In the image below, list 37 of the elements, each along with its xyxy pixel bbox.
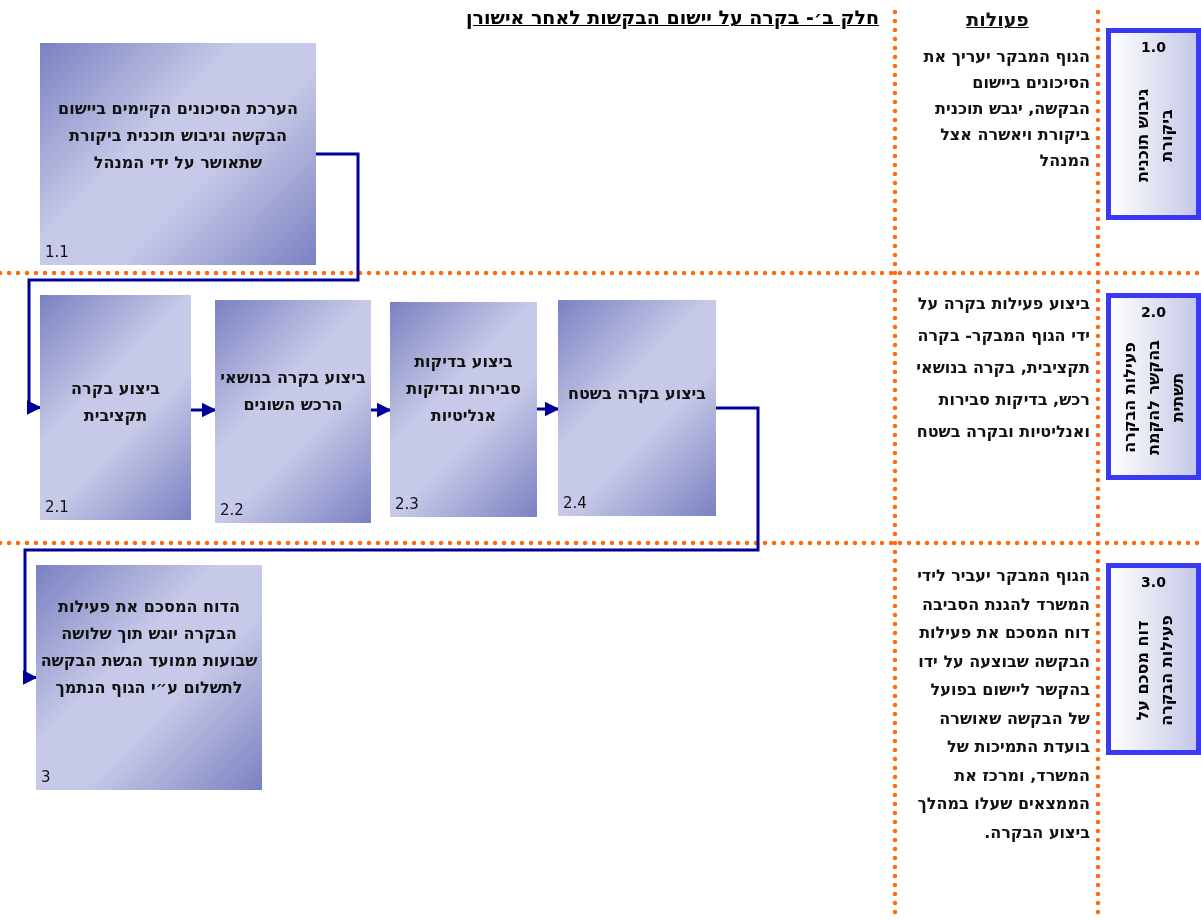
process-box bbox=[558, 300, 716, 516]
diagram-title: חלק ב׳- בקרה על יישום הבקשות לאחר אישורן bbox=[466, 6, 879, 28]
lane-title: פעילות הבקרה בהקשר להקמת תשתית bbox=[1118, 339, 1188, 457]
step-number: 2.2 bbox=[220, 501, 244, 519]
process-box bbox=[215, 300, 371, 523]
lane-header-box bbox=[1106, 28, 1201, 220]
arrow bbox=[371, 402, 392, 418]
process-text: ביצוע בקרה תקציבית bbox=[70, 378, 161, 427]
lane-header-box bbox=[1106, 563, 1201, 755]
step-number: 1.0 bbox=[1140, 39, 1167, 55]
process-text: הדוח המסכם את פעילות הבקרה יוגש תוך שלושה שבועות ממועד הגשת הבקשה לתשלום ע״י הגוף הנתמך bbox=[40, 596, 258, 699]
process-box bbox=[390, 302, 537, 517]
lane-title: גיבוש תוכנית ביקורת bbox=[1130, 87, 1177, 184]
step-number: 3 bbox=[41, 768, 51, 786]
step-number: 2.0 bbox=[1140, 304, 1167, 320]
process-box bbox=[40, 43, 316, 265]
step-number: 2.4 bbox=[563, 494, 587, 512]
action-text: הגוף המבקר יעריך את הסיכונים ביישום הבקשה, יגבש תוכנית ביקורת ויאשרה אצל המנהל bbox=[922, 46, 1090, 172]
process-text: ביצוע בקרה בנושאי הרכש השונים bbox=[219, 367, 367, 416]
action-text: ביצוע פעילות בקרה על ידי הגוף המבקר- בקרה תקציבית, בקרה בנושאי רכש, בדיקות סבירות ואנליטיות ובקרה בשטח bbox=[915, 293, 1090, 443]
lane-title: דוח מסכם על פעילות הבקרה bbox=[1130, 613, 1177, 728]
step-number: 3.0 bbox=[1140, 574, 1167, 590]
arrow bbox=[191, 402, 217, 418]
lane-header-box bbox=[1106, 293, 1201, 480]
step-number: 2.3 bbox=[395, 495, 419, 513]
column-heading: פעולות bbox=[966, 8, 1029, 30]
process-text: ביצוע בקרה בשטח bbox=[566, 383, 708, 405]
process-box bbox=[40, 295, 191, 520]
process-box bbox=[36, 565, 262, 790]
step-number: 2.1 bbox=[45, 498, 69, 516]
arrow bbox=[22, 406, 760, 685]
arrow bbox=[537, 401, 560, 417]
process-text: ביצוע בדיקות סבירות ובדיקות אנליטיות bbox=[405, 351, 522, 427]
step-number: 1.1 bbox=[45, 243, 69, 261]
process-text: הערכת הסיכונים הקיימים ביישום הבקשה וגיבוש תוכנית ביקורת שתאושר על ידי המנהל bbox=[57, 98, 299, 174]
action-text: הגוף המבקר יעביר לידי המשרד להגנת הסביבה דוח המסכם את פעילות הבקשה שבוצעה על ידו בהקשר ליישום בפועל של הבקשה שאושרה בועדת התמיכות של המשרד, ומרכז את הממצאים שעלו במהלך ביצוע הבקרה. bbox=[916, 565, 1090, 844]
arrow bbox=[26, 152, 360, 415]
